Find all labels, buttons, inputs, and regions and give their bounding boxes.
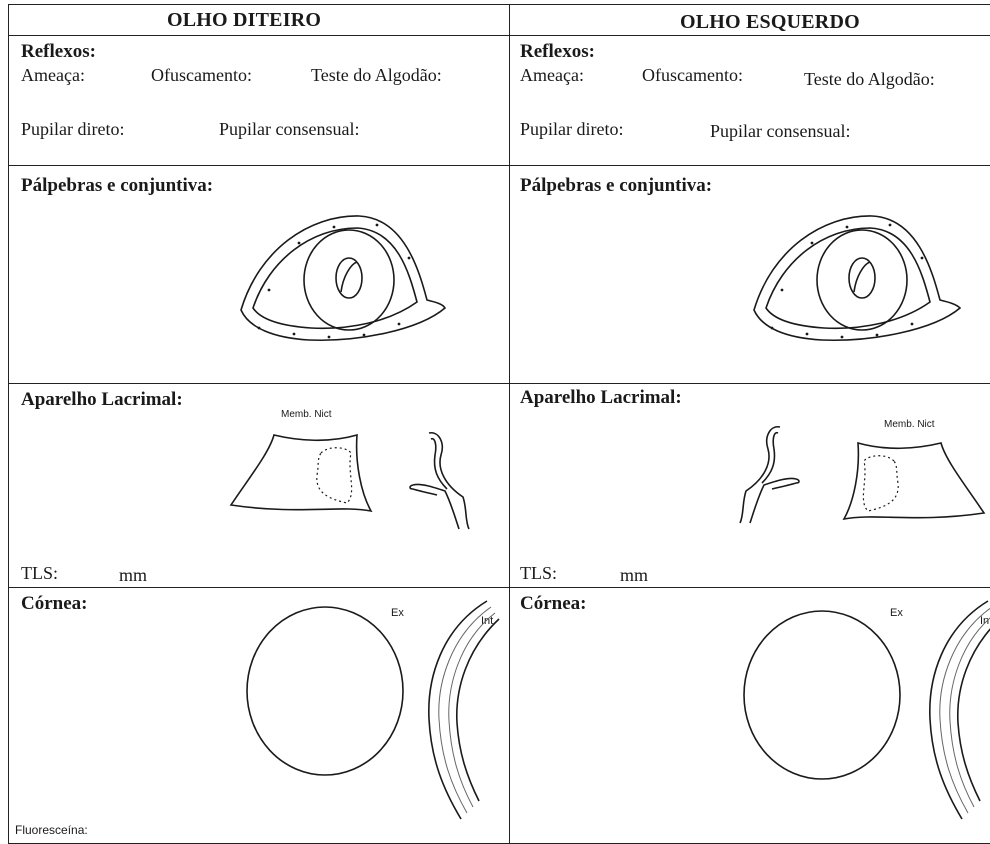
right-ofuscamento-label: Ofuscamento: <box>642 65 743 85</box>
left-cornea-profile-diagram <box>428 600 500 820</box>
right-eye-header: OLHO ESQUERDO <box>680 11 860 33</box>
left-ofuscamento-label: Ofuscamento: <box>151 65 252 85</box>
right-tls-label: TLS: <box>520 563 558 583</box>
left-tls-unit: mm <box>119 565 148 585</box>
left-algodao-label: Teste do Algodão: <box>311 65 442 85</box>
left-memb-nict-label: Memb. Nict <box>281 409 332 420</box>
left-nictitating-membrane-diagram <box>229 433 373 513</box>
right-cornea-ex-label: Ex <box>890 607 903 619</box>
left-palpebras-title: Pálpebras e conjuntiva: <box>21 175 214 196</box>
left-tls-label: TLS: <box>21 563 59 583</box>
left-lacrimal-title: Aparelho Lacrimal: <box>21 389 183 410</box>
right-pupilar-direto-label: Pupilar direto: <box>520 119 624 139</box>
left-cornea-ex-label: Ex <box>391 607 404 619</box>
right-reflexos-title: Reflexos: <box>520 41 595 62</box>
right-nictitating-membrane-diagram <box>842 441 986 521</box>
divider-header <box>9 35 990 36</box>
left-eyelid-diagram <box>240 215 446 342</box>
divider-lacrimal <box>9 587 990 588</box>
right-cornea-title: Córnea: <box>520 593 587 614</box>
right-eyelid-diagram <box>753 215 962 342</box>
divider-reflexos <box>9 165 990 166</box>
right-eye-column: OLHO ESQUERDO Reflexos: Ameaça: Ofuscame… <box>510 5 990 843</box>
right-tear-duct-diagram <box>739 426 800 524</box>
column-divider <box>509 5 510 843</box>
left-fluoresceina-label: Fluoresceína: <box>15 823 88 837</box>
divider-palpebras <box>9 383 990 384</box>
right-palpebras-title: Pálpebras e conjuntiva: <box>520 175 713 196</box>
exam-form: OLHO DITEIRO Reflexos: Ameaça: Ofuscamen… <box>8 4 990 844</box>
left-cornea-int-label: Int <box>481 615 494 627</box>
right-ameaca-label: Ameaça: <box>520 65 584 85</box>
left-cornea-title: Córnea: <box>21 593 88 614</box>
right-memb-nict-label: Memb. Nict <box>884 419 935 430</box>
left-reflexos-title: Reflexos: <box>21 41 96 62</box>
left-tear-duct-diagram <box>409 432 470 530</box>
right-algodao-label: Teste do Algodão: <box>804 69 935 89</box>
right-tls-unit: mm <box>620 565 649 585</box>
left-ameaca-label: Ameaça: <box>21 65 85 85</box>
left-pupilar-consensual-label: Pupilar consensual: <box>219 119 360 139</box>
left-eye-header: OLHO DITEIRO <box>167 9 322 31</box>
right-cornea-int-label: In <box>980 615 990 627</box>
right-cornea-profile-diagram <box>929 600 990 820</box>
right-pupilar-consensual-label: Pupilar consensual: <box>710 121 851 141</box>
right-lacrimal-title: Aparelho Lacrimal: <box>520 387 682 408</box>
left-pupilar-direto-label: Pupilar direto: <box>21 119 125 139</box>
left-cornea-circle <box>246 606 404 776</box>
right-cornea-circle <box>743 610 901 780</box>
left-eye-column: OLHO DITEIRO Reflexos: Ameaça: Ofuscamen… <box>9 5 509 843</box>
